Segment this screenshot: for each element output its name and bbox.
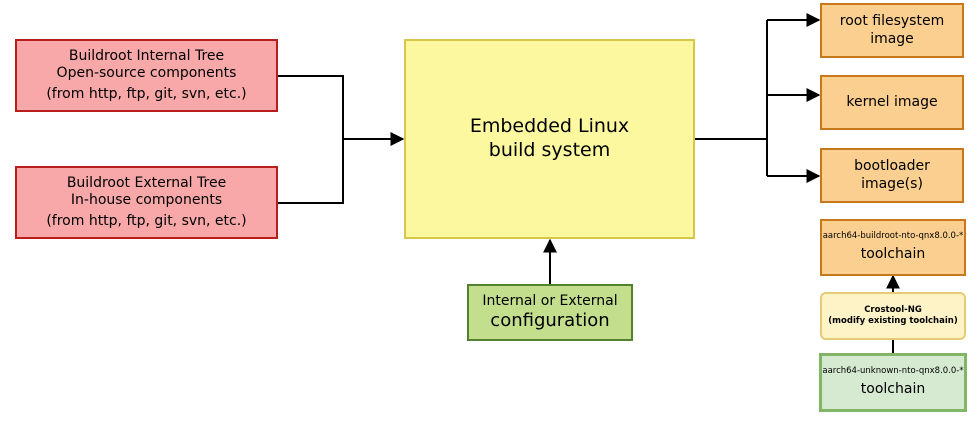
rootfs-image-box: root filesystem image: [820, 3, 964, 58]
kernel-image-box: kernel image: [820, 75, 964, 130]
build-system-box: Embedded Linux build system: [404, 39, 695, 239]
qnx-toolchain-box: aarch64-buildroot-nto-qnx8.0.0-* toolcha…: [820, 219, 966, 276]
internal-tree-subtitle: Open-source components: [56, 65, 237, 82]
bootloader-line1: bootloader: [854, 158, 930, 174]
qnx-toolchain-label: toolchain: [860, 246, 926, 263]
kernel-line1: kernel image: [846, 93, 938, 110]
connector-internal-tree: [278, 75, 344, 139]
base-toolchain-name: aarch64-unknown-nto-qnx8.0.0-*: [822, 366, 964, 377]
build-system-line1: Embedded Linux: [469, 115, 630, 138]
connector-external-tree: [278, 139, 344, 204]
external-tree-title: Buildroot External Tree: [66, 174, 227, 191]
bootloader-image-box: bootloader image(s): [820, 148, 964, 203]
configuration-box: Internal or External configuration: [467, 284, 633, 341]
external-tree-subtitle: In-house components: [70, 192, 223, 209]
base-toolchain-label: toolchain: [860, 381, 926, 398]
crosstool-box: Crostool-NG (modify existing toolchain): [820, 292, 966, 340]
configuration-line2: configuration: [490, 310, 610, 331]
internal-tree-box: Buildroot Internal Tree Open-source comp…: [15, 39, 278, 112]
crosstool-line1: Crostool-NG: [864, 305, 922, 316]
external-tree-box: Buildroot External Tree In-house compone…: [15, 166, 278, 239]
build-system-line2: build system: [488, 139, 611, 161]
bootloader-line2: image(s): [861, 175, 923, 192]
base-toolchain-box: aarch64-unknown-nto-qnx8.0.0-* toolchain: [819, 353, 967, 412]
external-tree-sources: (from http, ftp, git, svn, etc.): [46, 212, 247, 229]
configuration-line1: Internal or External: [482, 292, 618, 309]
qnx-toolchain-name: aarch64-buildroot-nto-qnx8.0.0-*: [822, 231, 964, 242]
internal-tree-sources: (from http, ftp, git, svn, etc.): [46, 85, 247, 102]
rootfs-line1: root filesystem: [839, 13, 945, 29]
crosstool-line2: (modify existing toolchain): [828, 316, 958, 326]
internal-tree-title: Buildroot Internal Tree: [68, 47, 225, 64]
rootfs-line2: image: [870, 30, 914, 47]
